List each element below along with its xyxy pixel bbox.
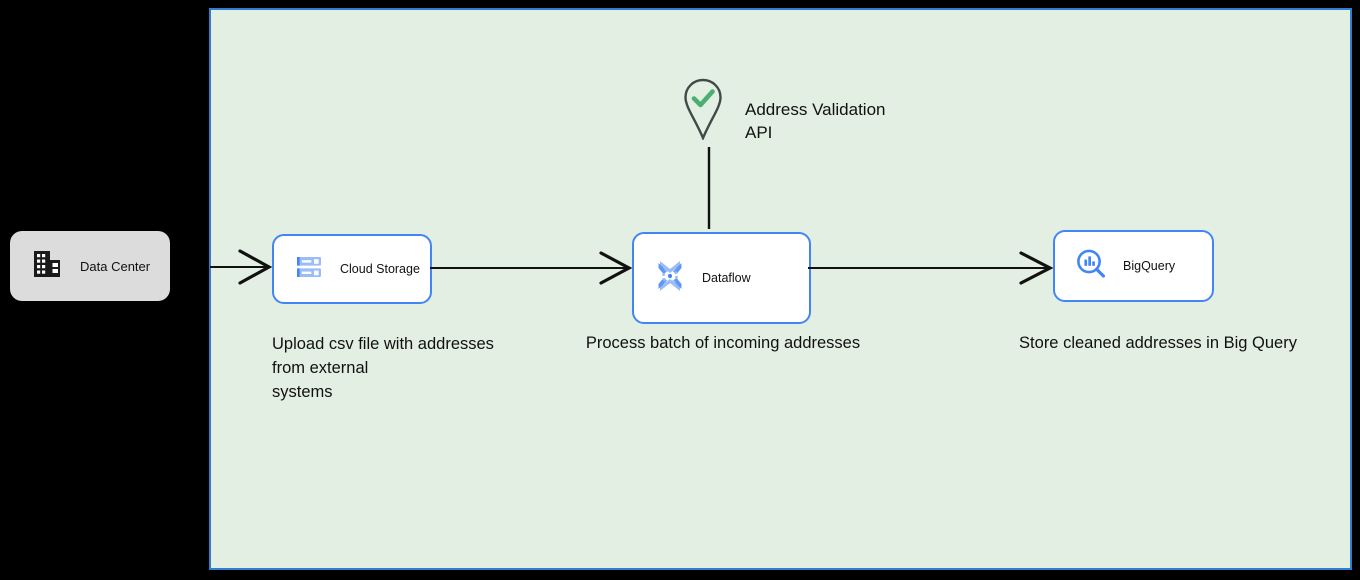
map-pin-check-icon: [683, 78, 723, 145]
node-data-center-label: Data Center: [80, 258, 151, 274]
node-dataflow-label: Dataflow: [702, 271, 751, 285]
node-bigquery-label: BigQuery: [1123, 259, 1176, 273]
node-cloud-storage[interactable]: Cloud Storage: [272, 234, 432, 304]
caption-bigquery: Store cleaned addresses in Big Query: [1019, 334, 1297, 352]
bigquery-magnifier-icon: [1075, 248, 1107, 285]
dataflow-icon: [654, 259, 686, 298]
node-data-center[interactable]: Data Center: [10, 231, 170, 301]
node-address-validation-api-label: Address Validation API: [745, 100, 886, 142]
node-bigquery[interactable]: BigQuery: [1053, 230, 1214, 302]
data-center-building-icon: [32, 249, 62, 284]
caption-dataflow: Process batch of incoming addresses: [585, 334, 861, 352]
node-cloud-storage-label: Cloud Storage: [340, 262, 420, 276]
cloud-storage-bucket-icon: [294, 252, 324, 287]
node-address-validation-api[interactable]: Address Validation API: [683, 78, 886, 145]
google-cloud-boundary: Address Validation API Cloud Storage: [209, 8, 1352, 570]
node-dataflow[interactable]: Dataflow: [632, 232, 811, 324]
caption-cloud-storage: Upload csv file with addresses from exte…: [272, 335, 494, 401]
